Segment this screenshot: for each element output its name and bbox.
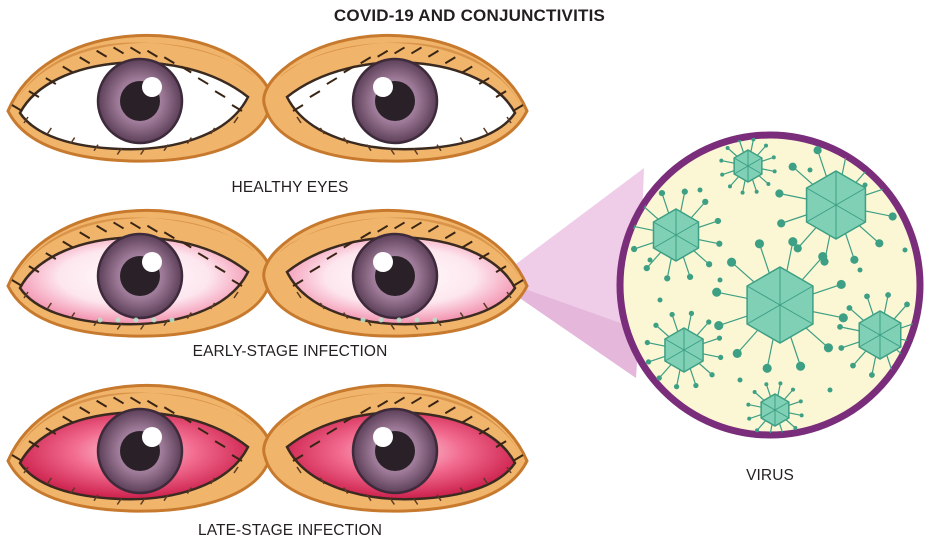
eye-highlight (373, 77, 393, 97)
eye-highlight (142, 77, 162, 97)
stage-label-early: EARLY-STAGE INFECTION (140, 343, 440, 361)
eye-highlight (373, 427, 393, 447)
virus-dot (863, 183, 868, 188)
eye-late-right (264, 385, 527, 511)
eye-highlight (142, 427, 162, 447)
eye-early-right (264, 210, 527, 336)
eye-healthy-left (8, 35, 271, 161)
virus-dot (828, 388, 833, 393)
virus-dot (888, 398, 893, 403)
virus-dot (858, 268, 863, 273)
virus-dot (738, 378, 743, 383)
stage-label-late: LATE-STAGE INFECTION (140, 522, 440, 540)
eye-highlight (142, 252, 162, 272)
eye-early-left (8, 210, 271, 336)
virus-dot (648, 258, 653, 263)
virus-dot (658, 298, 663, 303)
virus-dot (718, 278, 723, 283)
eye-late-left (8, 385, 271, 511)
virus-label: VIRUS (720, 467, 820, 485)
stage-label-healthy: HEALTHY EYES (160, 179, 420, 197)
eye-healthy-right (264, 35, 527, 161)
virus-dot (698, 188, 703, 193)
virus-dot (903, 248, 908, 253)
eye-highlight (373, 252, 393, 272)
virus-dot (808, 168, 813, 173)
